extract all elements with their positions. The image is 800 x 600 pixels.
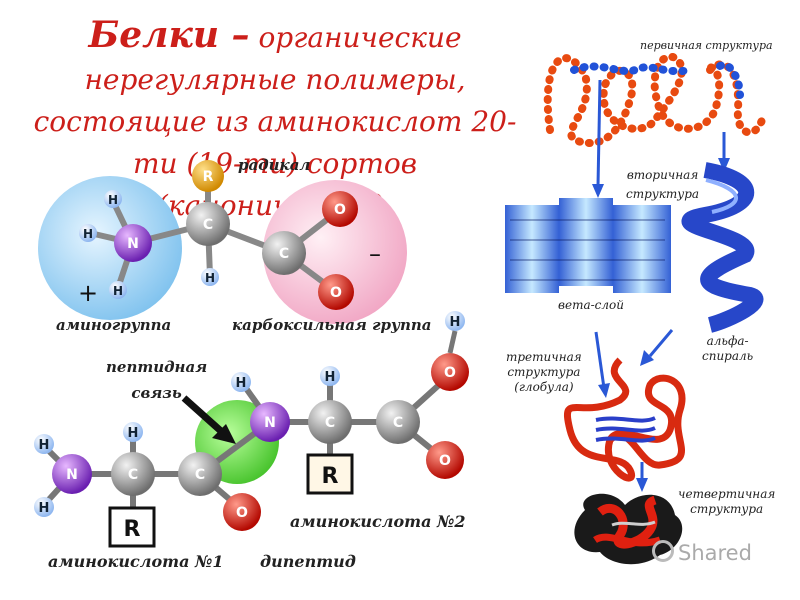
alpha-carbon-label: C <box>203 217 213 233</box>
oxygen-label-1: O <box>334 202 346 218</box>
label-dipeptide: дипептид <box>260 552 356 571</box>
radical-atom-label: R <box>203 169 214 185</box>
hydrogen-label: H <box>128 426 139 441</box>
hydrogen-label: H <box>113 284 123 298</box>
label-radical: радикал <box>238 156 311 174</box>
hydrogen-label: H <box>236 376 247 391</box>
radical-label-1: R <box>124 517 141 542</box>
minus-charge: – <box>369 240 381 268</box>
hydrogen-label: H <box>83 227 93 241</box>
label-carboxyl-group: карбоксильная группа <box>232 316 432 334</box>
label-beta-sheet: вета-слой <box>558 298 624 312</box>
radical-label-2: R <box>322 464 339 489</box>
hydrogen-label: H <box>39 501 50 516</box>
nitrogen-atom <box>114 224 152 262</box>
label-secondary-structure: вторичная структура <box>626 168 700 201</box>
oxygen-atom-1 <box>322 191 358 227</box>
oxygen-label: O <box>236 505 248 521</box>
watermark-logo: Shared <box>652 540 752 565</box>
radical-box-1 <box>108 506 156 548</box>
carboxyl-carbon-label: C <box>279 246 289 262</box>
amino-group-sphere <box>38 176 182 320</box>
label-quaternary-structure: четвертичная структура <box>678 487 776 516</box>
label-amino-acid-2: аминокислота №2 <box>290 512 466 531</box>
hydrogen-label: H <box>325 370 336 385</box>
carboxyl-group-sphere <box>263 180 407 324</box>
oxygen-label-2: O <box>330 285 342 301</box>
nitrogen-label: N <box>66 467 78 483</box>
radical-atom <box>192 160 224 192</box>
label-amino-group: аминогруппа <box>56 316 172 334</box>
oxygen-atom-2 <box>318 274 354 310</box>
label-primary-structure: первичная структура <box>640 39 773 52</box>
carbon-label: C <box>195 467 205 483</box>
dipeptide-molecule: N C C O N C C O O H H H H H H R R <box>34 311 469 548</box>
hydrogen-label: H <box>39 438 50 453</box>
carboxyl-carbon-atom <box>262 231 306 275</box>
label-tertiary-structure: третичная структура (глобула) <box>506 350 582 394</box>
nitrogen-label: N <box>127 236 139 252</box>
oxygen-label: O <box>439 453 451 469</box>
label-alpha-helix: альфа- спираль <box>702 334 754 363</box>
tertiary-globule <box>563 357 686 482</box>
carbon-label: C <box>393 415 403 431</box>
radical-box-2 <box>306 453 354 495</box>
nitrogen-label: N <box>264 415 276 431</box>
beta-sheet <box>505 198 671 293</box>
hydrogen-label: H <box>205 271 215 285</box>
peptide-arrow <box>181 395 225 435</box>
plus-charge: + <box>78 279 98 307</box>
title-bold: Белки – <box>88 14 250 56</box>
oxygen-label: O <box>444 365 456 381</box>
carbon-label: C <box>128 467 138 483</box>
hydrogen-label: H <box>450 315 461 330</box>
amino-acid-molecule: R C C N O O H H H H + – <box>38 160 407 324</box>
hydrogen-label: H <box>108 193 118 207</box>
label-peptide-bond: пептидная связь <box>106 358 208 402</box>
primary-structure <box>543 52 766 148</box>
alpha-helix <box>681 162 764 333</box>
watermark-icon <box>652 540 674 562</box>
carbon-label: C <box>325 415 335 431</box>
alpha-carbon-atom <box>186 202 230 246</box>
label-amino-acid-1: аминокислота №1 <box>48 552 224 571</box>
